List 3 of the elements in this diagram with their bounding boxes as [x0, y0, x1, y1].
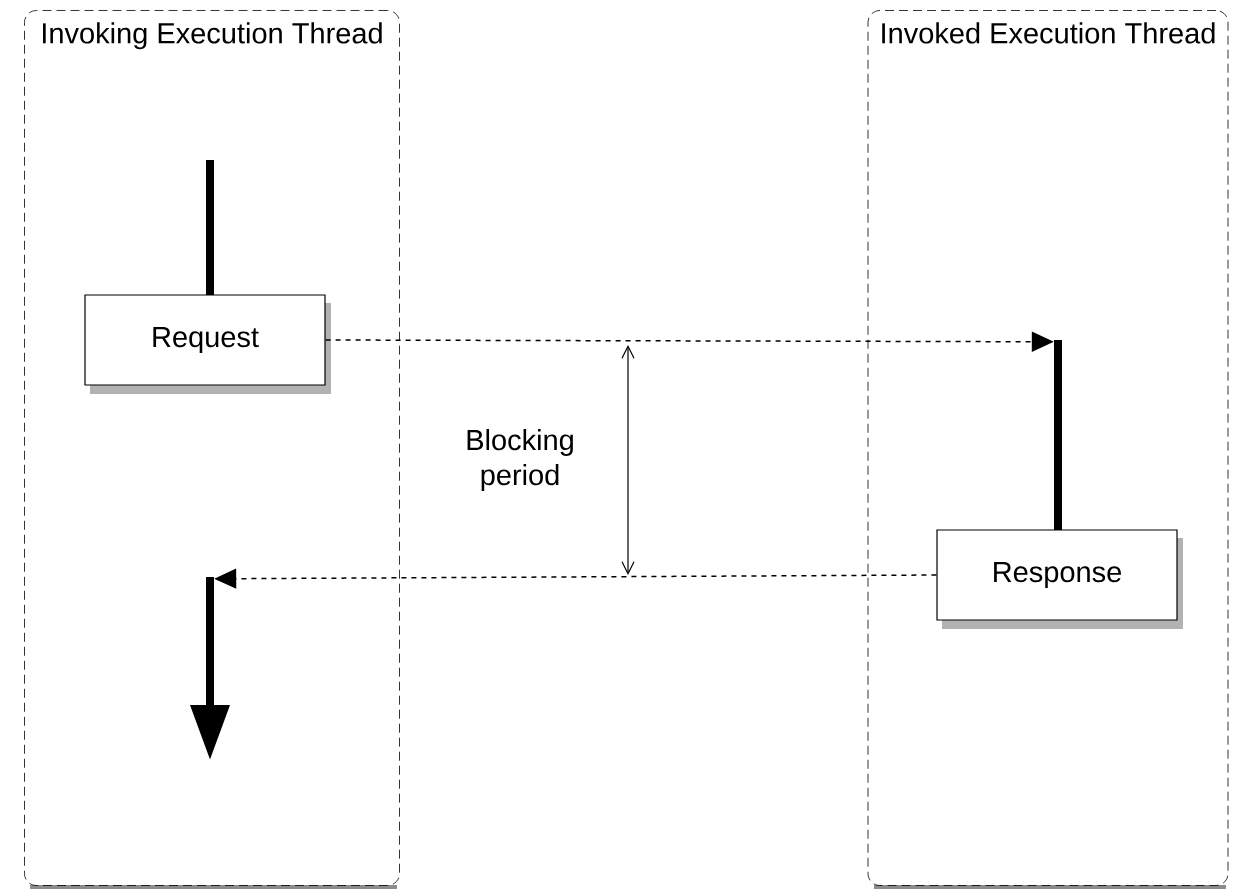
period-label: Blocking period [467, 429, 573, 491]
process-box: Response [936, 529, 1183, 629]
process-box: Request [84, 294, 331, 394]
